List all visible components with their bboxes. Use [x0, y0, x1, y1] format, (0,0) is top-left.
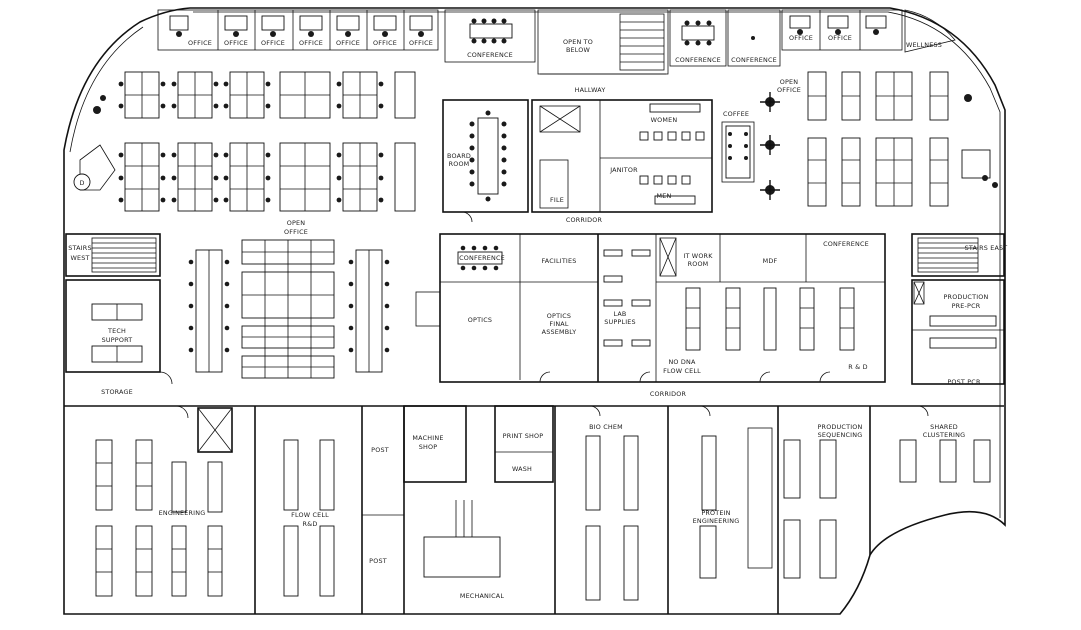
- post-pcr-label: POST PCR: [947, 378, 981, 386]
- machine-shop-label-1: MACHINE: [412, 434, 443, 442]
- open-to-below-label-2: BELOW: [566, 46, 591, 54]
- conference-label-ne2: CONFERENCE: [731, 56, 777, 64]
- post-label-1: POST: [371, 446, 389, 454]
- office-label-1: OFFICE: [188, 39, 212, 47]
- conference-north: CONFERENCE: [444, 9, 536, 63]
- protein-eng-label-2: ENGINEERING: [693, 517, 740, 525]
- office-label-6: OFFICE: [373, 39, 397, 47]
- stairs-east: STAIRS EAST: [911, 233, 1008, 277]
- board-room-label-1: BOARD: [447, 152, 471, 160]
- wellness-label: WELLNESS: [906, 41, 942, 49]
- flow-cell-label-2: R&D: [303, 520, 318, 528]
- optics-final-label-2: FINAL: [549, 320, 569, 328]
- mechanical-label: MECHANICAL: [460, 592, 504, 600]
- core-services: HALLWAY FILE WOMEN JANITOR MEN CORRIDOR: [531, 86, 713, 224]
- open-office-ne-label-2: OFFICE: [777, 86, 801, 94]
- women-label: WOMEN: [651, 116, 678, 124]
- facilities-label: FACILITIES: [541, 257, 576, 265]
- mdf-label: MDF: [763, 257, 778, 265]
- coffee-area: COFFEE: [721, 92, 780, 200]
- coffee-label: COFFEE: [723, 110, 749, 118]
- office-label-8: OFFICE: [789, 34, 813, 42]
- conference-label-mid: CONFERENCE: [459, 254, 505, 262]
- stairs-west-label-1: STAIRS: [68, 244, 91, 252]
- optics-final-label-1: OPTICS: [547, 312, 571, 320]
- stairs-west-label-2: WEST: [70, 254, 89, 262]
- open-to-below: OPEN TO BELOW: [537, 9, 669, 75]
- north-offices: OFFICE OFFICE OFFICE OFFICE OFFICE OFFIC…: [157, 9, 439, 51]
- open-office-east-workstations: OPEN OFFICE: [777, 71, 998, 207]
- office-label-4: OFFICE: [299, 39, 323, 47]
- janitor-label: JANITOR: [609, 166, 638, 174]
- northeast-offices: OFFICE OFFICE WELLNESS: [781, 9, 956, 53]
- men-label: MEN: [657, 192, 672, 200]
- optics-label: OPTICS: [468, 316, 492, 324]
- optics-final-label-3: ASSEMBLY: [542, 328, 577, 336]
- engineering-label: ENGINEERING: [159, 509, 206, 517]
- tech-support-label-2: SUPPORT: [102, 336, 133, 344]
- board-room-label-2: ROOM: [449, 160, 470, 168]
- d-mark: D: [79, 179, 84, 187]
- conference-northeast: CONFERENCE CONFERENCE: [669, 9, 781, 67]
- post-label-2: POST: [369, 557, 387, 565]
- mid-lab-block: CONFERENCE FACILITIES OPTICS OPTICS FINA…: [415, 233, 886, 383]
- office-label-3: OFFICE: [261, 39, 285, 47]
- office-label-5: OFFICE: [336, 39, 360, 47]
- tech-support-label-1: TECH: [107, 327, 126, 335]
- file-label: FILE: [550, 196, 564, 204]
- it-work-room-label-2: ROOM: [688, 260, 709, 268]
- flow-cell-label-1: FLOW CELL: [291, 511, 329, 519]
- open-office-mid: OPEN OFFICE: [188, 219, 390, 379]
- conference-label-east: CONFERENCE: [823, 240, 869, 248]
- office-label-9: OFFICE: [828, 34, 852, 42]
- protein-eng-label-1: PROTEIN: [701, 509, 730, 517]
- machine-shop-label-2: SHOP: [419, 443, 438, 451]
- office-label-7: OFFICE: [409, 39, 433, 47]
- it-work-room-label-1: IT WORK: [683, 252, 713, 260]
- no-dna-label-1: NO DNA: [668, 358, 696, 366]
- office-label-2: OFFICE: [224, 39, 248, 47]
- conference-label-north: CONFERENCE: [467, 51, 513, 59]
- shared-clustering-label-2: CLUSTERING: [923, 431, 965, 439]
- lab-supplies-label-1: LAB: [613, 310, 626, 318]
- lab-supplies-label-2: SUPPLIES: [604, 318, 636, 326]
- r-and-d-label: R & D: [848, 363, 867, 371]
- open-office-mid-label-2: OFFICE: [284, 228, 308, 236]
- stairs-west: STAIRS WEST: [65, 233, 161, 277]
- open-office-ne-label-1: OPEN: [780, 78, 799, 86]
- production-seq-label-2: SEQUENCING: [818, 431, 863, 439]
- board-room: BOARD ROOM: [442, 99, 529, 213]
- tech-support: TECH SUPPORT STORAGE: [65, 279, 161, 396]
- south-labs: ENGINEERING FLOW CELL R&D POST POST MACH…: [64, 405, 1004, 614]
- corridor-label-lower: CORRIDOR: [650, 390, 687, 398]
- shared-clustering-label-1: SHARED: [930, 423, 958, 431]
- conference-label-ne1: CONFERENCE: [675, 56, 721, 64]
- hallway-label: HALLWAY: [575, 86, 606, 94]
- open-office-west-workstations: D: [73, 71, 416, 212]
- production-pcr: PRODUCTION PRE-PCR POST PCR: [911, 279, 1005, 386]
- corridor-label-upper: CORRIDOR: [566, 216, 603, 224]
- production-pre-pcr-label-1: PRODUCTION: [944, 293, 989, 301]
- bio-chem-label: BIO CHEM: [589, 423, 623, 431]
- production-seq-label-1: PRODUCTION: [818, 423, 863, 431]
- open-to-below-label-1: OPEN TO: [563, 38, 593, 46]
- production-pre-pcr-label-2: PRE-PCR: [952, 302, 981, 310]
- stairs-east-label: STAIRS EAST: [965, 244, 1008, 252]
- inner-shell: [69, 11, 1001, 518]
- wash-label: WASH: [512, 465, 532, 473]
- print-shop-label: PRINT SHOP: [503, 432, 544, 440]
- storage-label: STORAGE: [101, 388, 133, 396]
- open-office-mid-label-1: OPEN: [287, 219, 306, 227]
- no-dna-label-2: FLOW CELL: [663, 367, 701, 375]
- door-swings: [159, 211, 929, 419]
